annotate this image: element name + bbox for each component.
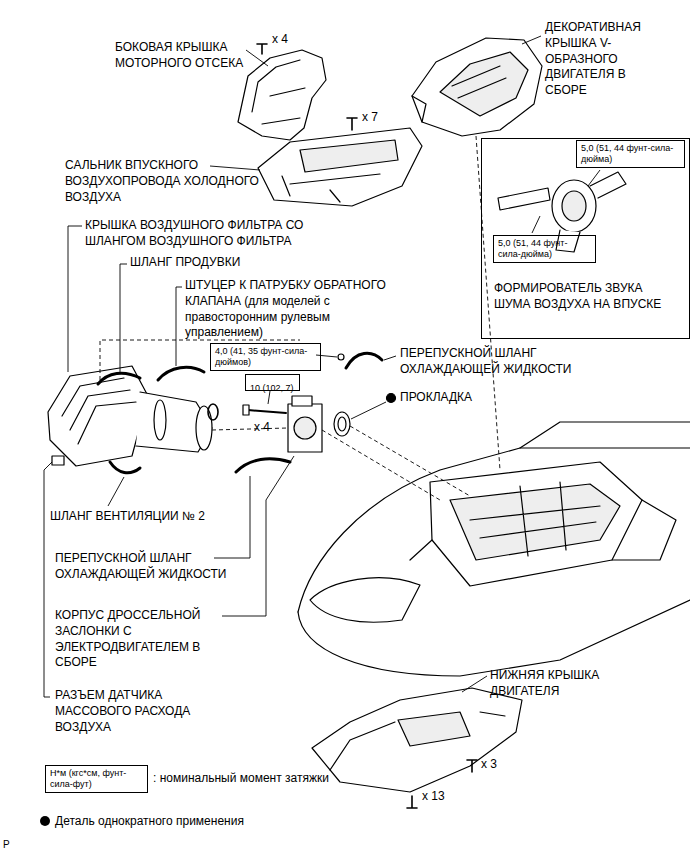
part-name: ШЛАНГ ВЕНТИЛЯЦИИ № 2 (50, 509, 205, 525)
part-name: РАЗЪЕМ ДАТЧИКА МАССОВОГО РАСХОДА ВОЗДУХА (55, 688, 220, 735)
quantity-mark: x 13 (422, 789, 445, 805)
part-name: КОРПУС ДРОССЕЛЬНОЙ ЗАСЛОНКИ С ЭЛЕКТРОДВИ… (55, 608, 220, 671)
torque-box: 5,0 (51, 44 фунт-сила-дюйма) (576, 140, 685, 168)
torque-value: 5,0 (51, 44 фунт-сила-дюйма) (581, 143, 679, 165)
torque-box: 4,0 (41, 35 фунт-сила-дюймов) (210, 343, 321, 371)
quantity-mark: x 4 (272, 32, 288, 48)
legend-entry: Деталь однократного применения (40, 814, 244, 830)
part-name: ШТУЦЕР К ПАТРУБКУ ОБРАТНОГО КЛАПАНА (для… (185, 278, 410, 341)
torque-box: 5,0 (51, 44 фунт-сила-дюйма) (493, 235, 596, 263)
part-name: ФОРМИРОВАТЕЛЬ ЗВУКА ШУМА ВОЗДУХА НА ВПУС… (494, 281, 679, 313)
part-name: ДЕКОРАТИВНАЯ КРЫШКА V-ОБРАЗНОГО ДВИГАТЕЛ… (545, 20, 665, 99)
page-mark: P (3, 838, 10, 851)
torque-value: Н*м (кгс*см, фунт-сила-фут) (50, 768, 142, 790)
quantity-mark: x 7 (362, 110, 378, 126)
part-name: САЛЬНИК ВПУСКНОГО ВОЗДУХОПРОВОДА ХОЛОДНО… (65, 158, 265, 205)
part-name: НИЖНЯЯ КРЫШКА ДВИГАТЕЛЯ (490, 668, 625, 700)
torque-box: Н*м (кгс*см, фунт-сила-фут) (45, 765, 148, 793)
part-name: ПРОКЛАДКА (400, 390, 472, 406)
part-name: ПЕРЕПУСКНОЙ ШЛАНГ ОХЛАЖДАЮЩЕЙ ЖИДКОСТИ (55, 551, 245, 583)
torque-value: 5,0 (51, 44 фунт-сила-дюйма) (498, 238, 590, 260)
torque-value: 10 (102, 7) (250, 383, 294, 394)
quantity-mark: x 3 (481, 757, 497, 773)
torque-box: 10 (102, 7) (245, 374, 300, 391)
part-name: БОКОВАЯ КРЫШКА МОТОРНОГО ОТСЕКА (115, 40, 260, 72)
part-name: ПЕРЕПУСКНОЙ ШЛАНГ ОХЛАЖДАЮЩЕЙ ЖИДКОСТИ (400, 346, 605, 378)
one-time-part-symbol (40, 816, 50, 826)
part-name: ШЛАНГ ПРОДУВКИ (130, 255, 240, 271)
part-name: КРЫШКА ВОЗДУШНОГО ФИЛЬТРА СО ШЛАНГОМ ВОЗ… (85, 218, 330, 250)
quantity-mark: x 4 (254, 420, 270, 436)
legend-text: Деталь однократного применения (55, 814, 244, 828)
legend-note: : номинальный момент затяжки (153, 771, 329, 787)
torque-value: 4,0 (41, 35 фунт-сила-дюймов) (215, 346, 315, 368)
inset-frame: ФОРМИРОВАТЕЛЬ ЗВУКА ШУМА ВОЗДУХА НА ВПУС… (481, 138, 690, 339)
